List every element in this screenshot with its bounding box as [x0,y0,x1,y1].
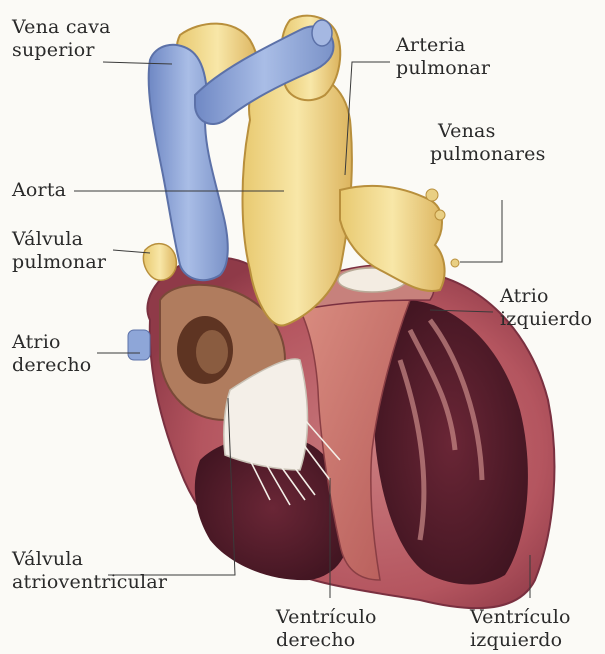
label-atrio-izquierdo: Atrio izquierdo [500,285,592,331]
label-valvula-pulmonar: Válvula pulmonar [12,228,106,274]
label-vena-cava-superior: Vena cava superior [12,16,111,62]
label-ventriculo-derecho: Ventrículo derecho [276,606,377,652]
label-atrio-derecho: Atrio derecho [12,331,91,377]
pulmonary-vein-opening-2 [435,210,445,220]
label-ventriculo-izquierdo: Ventrículo izquierdo [470,606,571,652]
vena-cava-opening [312,20,332,46]
leader-venas-pulmonares [460,200,502,262]
label-arteria-pulmonar: Arteria pulmonar [396,34,490,80]
label-valvula-atrioventricular: Válvula atrioventricular [12,548,167,594]
coronary-vessel-stub [128,330,150,360]
label-aorta: Aorta [12,179,66,202]
label-venas-pulmonares: Venas pulmonares [430,120,546,166]
pulmonary-vein-opening [426,189,438,201]
pulmonary-vein-opening-3 [451,259,459,267]
pulmonary-veins-left [143,244,176,281]
right-atrium-opening-inner [196,330,228,374]
